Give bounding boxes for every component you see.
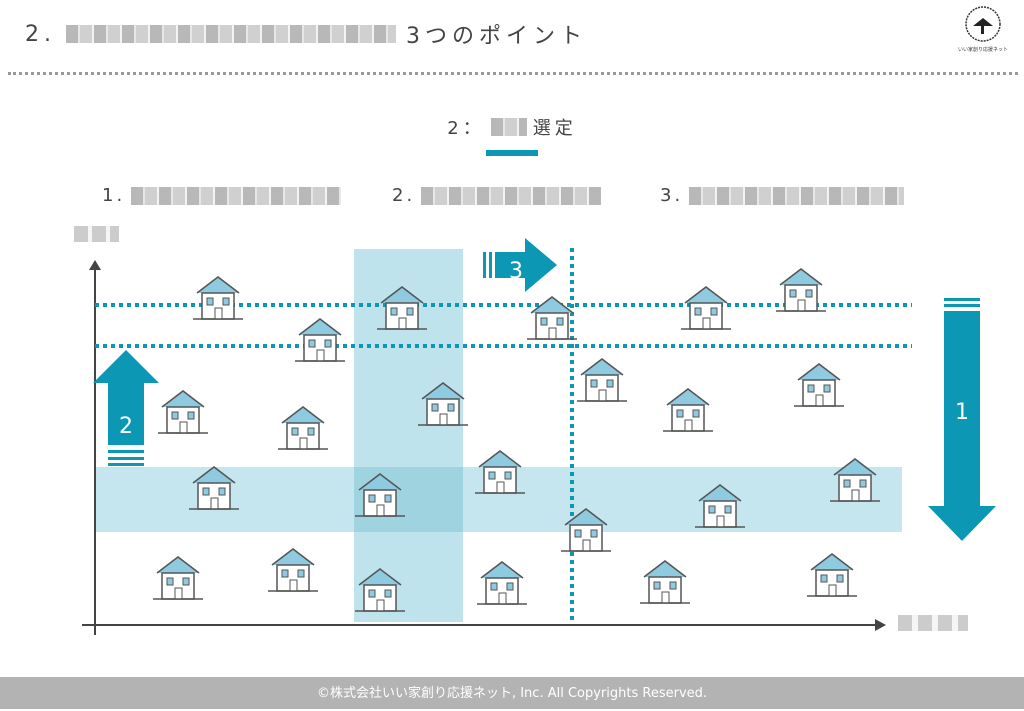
house-icon [418,382,468,426]
house-icon [475,450,525,494]
house-icon [295,318,345,362]
y-axis-arrowhead [89,260,101,270]
house-icon [527,296,577,340]
title-suffix: 3つのポイント [406,24,587,49]
accent-bar [486,150,538,156]
arrow-3 [483,238,557,292]
point-number: 2. [392,185,416,206]
house-icon [377,286,427,330]
page-title: 2. 3つのポイント [25,18,587,50]
house-icon [681,286,731,330]
logo-text: いい家創り応援ネット [957,47,1008,53]
section-title: 2： 選定 [0,114,1024,140]
header-divider [8,72,1018,75]
house-icon [807,553,857,597]
arrow-3-label: 3 [509,259,523,284]
house-icon [153,556,203,600]
point-number: 3. [660,185,684,206]
house-icon [189,466,239,510]
redacted-text [131,186,342,205]
house-icon [477,561,527,605]
house-icon [830,458,880,502]
title-number: 2. [25,21,56,47]
house-icon [695,484,745,528]
arrow-1-label: 1 [955,400,969,425]
house-icon [663,388,713,432]
copyright-text: ©株式会社いい家創り応援ネット, Inc. All Copyrights Res… [316,686,708,701]
footer: ©株式会社いい家創り応援ネット, Inc. All Copyrights Res… [0,677,1024,709]
arrow-1 [928,298,996,541]
redacted-text [66,25,396,43]
point-number: 1. [102,185,126,206]
point-3: 3. [660,185,905,206]
house-icon [355,473,405,517]
redacted-text [421,186,602,205]
house-icon [577,358,627,402]
axis-label-redacted [898,615,968,631]
house-icon [794,363,844,407]
section-number: 2： [447,118,485,139]
house-icon [193,276,243,320]
x-axis-arrowhead [875,619,886,631]
redacted-text [74,226,119,242]
company-logo: いい家創り応援ネット [950,4,1016,68]
house-icon [278,406,328,450]
house-icon [268,548,318,592]
point-1: 1. [102,185,342,206]
section-suffix: 選定 [532,118,577,139]
redacted-text [689,186,905,205]
redacted-text [490,118,527,136]
house-icon [640,560,690,604]
house-icon [561,508,611,552]
house-icon [355,568,405,612]
house-icon [158,390,208,434]
point-2: 2. [392,185,602,206]
diagram: 3 2 1 [82,238,996,635]
house-icon [776,268,826,312]
arrow-2 [93,350,159,466]
arrow-2-label: 2 [119,414,133,439]
